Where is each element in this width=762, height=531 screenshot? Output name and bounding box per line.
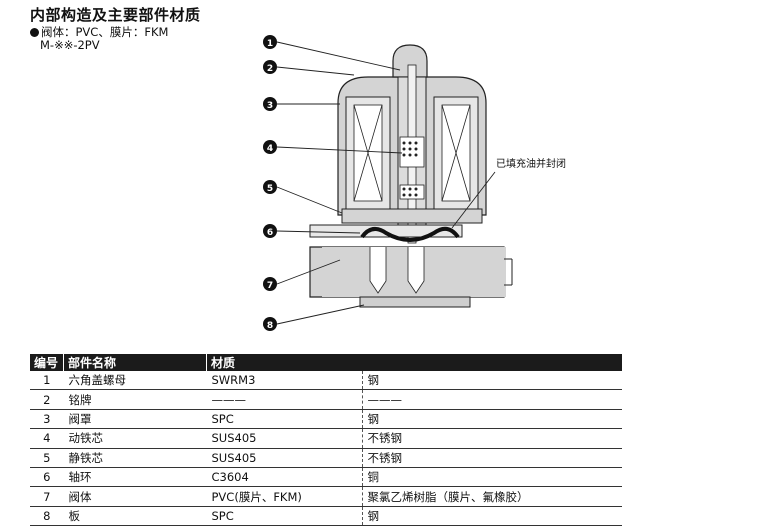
row-part-name: 轴环 [63, 467, 207, 488]
callout-8: 8 [267, 321, 273, 331]
callout-5: 5 [267, 184, 273, 194]
row-material: SPC [206, 506, 362, 527]
row-number: 7 [30, 486, 64, 507]
header-number: 编号 [30, 354, 64, 371]
subtitle-text: 阀体：PVC、膜片：FKM [41, 25, 169, 39]
row-material-note: 聚氯乙烯树脂（膜片、氟橡胶） [361, 486, 622, 507]
row-material: SPC [206, 409, 362, 430]
row-material-note: 钢 [361, 409, 622, 430]
bullet-icon [30, 28, 39, 37]
table-row: 2 铭牌 ——— ——— [30, 389, 622, 410]
row-material: PVC(膜片、FKM) [206, 486, 362, 507]
row-number: 6 [30, 467, 64, 488]
row-number: 2 [30, 389, 64, 410]
page-title: 内部构造及主要部件材质 [30, 6, 201, 24]
table-header-row: 编号 部件名称 材质 [30, 354, 622, 371]
table-row: 3 阀罩 SPC 钢 [30, 409, 622, 430]
oil-filled-annotation: 已填充油并封闭 [496, 157, 566, 170]
table-row: 6 轴环 C3604 铜 [30, 467, 622, 488]
header-material: 材质 [206, 354, 622, 371]
parts-material-table: 编号 部件名称 材质 1 六角盖螺母 SWRM3 钢 2 铭牌 ——— ——— … [30, 354, 622, 527]
callout-1: 1 [267, 39, 273, 49]
row-number: 8 [30, 506, 64, 527]
row-part-name: 阀罩 [63, 409, 207, 430]
table-row: 5 静铁芯 SUS405 不锈钢 [30, 448, 622, 468]
row-part-name: 静铁芯 [63, 448, 207, 468]
row-part-name: 铭牌 [63, 389, 207, 410]
table-row: 1 六角盖螺母 SWRM3 钢 [30, 371, 622, 391]
row-part-name: 六角盖螺母 [63, 371, 207, 391]
model-code: M-※※-2PV [40, 38, 100, 52]
hex-cap-nut [392, 44, 428, 78]
callout-3: 3 [267, 101, 273, 111]
row-material-note: ——— [361, 389, 622, 410]
callout-markers: 1 2 3 4 5 6 7 8 [263, 35, 277, 331]
row-number: 5 [30, 448, 64, 468]
subtitle: 阀体：PVC、膜片：FKM [30, 24, 168, 40]
callout-7: 7 [267, 281, 273, 291]
callout-6: 6 [267, 228, 273, 238]
row-material-note: 铜 [361, 467, 622, 488]
table-row: 8 板 SPC 钢 [30, 506, 622, 527]
row-material-note: 钢 [361, 371, 622, 391]
row-material: SUS405 [206, 448, 362, 468]
row-material: C3604 [206, 467, 362, 488]
row-material: SUS405 [206, 428, 362, 449]
valve-cross-section-diagram: 1 2 3 4 5 6 7 8 已填充油并封闭 [263, 35, 566, 331]
row-number: 1 [30, 371, 64, 391]
row-number: 3 [30, 409, 64, 430]
row-material: SWRM3 [206, 371, 362, 391]
row-material-note: 不锈钢 [361, 428, 622, 449]
row-part-name: 动铁芯 [63, 428, 207, 449]
row-number: 4 [30, 428, 64, 449]
table-row: 7 阀体 PVC(膜片、FKM) 聚氯乙烯树脂（膜片、氟橡胶） [30, 486, 622, 507]
callout-4: 4 [267, 144, 273, 154]
row-material-note: 钢 [361, 506, 622, 527]
row-part-name: 阀体 [63, 486, 207, 507]
header-part-name: 部件名称 [63, 354, 207, 371]
row-material-note: 不锈钢 [361, 448, 622, 468]
row-part-name: 板 [63, 506, 207, 527]
table-row: 4 动铁芯 SUS405 不锈钢 [30, 428, 622, 449]
row-material: ——— [206, 389, 362, 410]
callout-2: 2 [267, 64, 273, 74]
